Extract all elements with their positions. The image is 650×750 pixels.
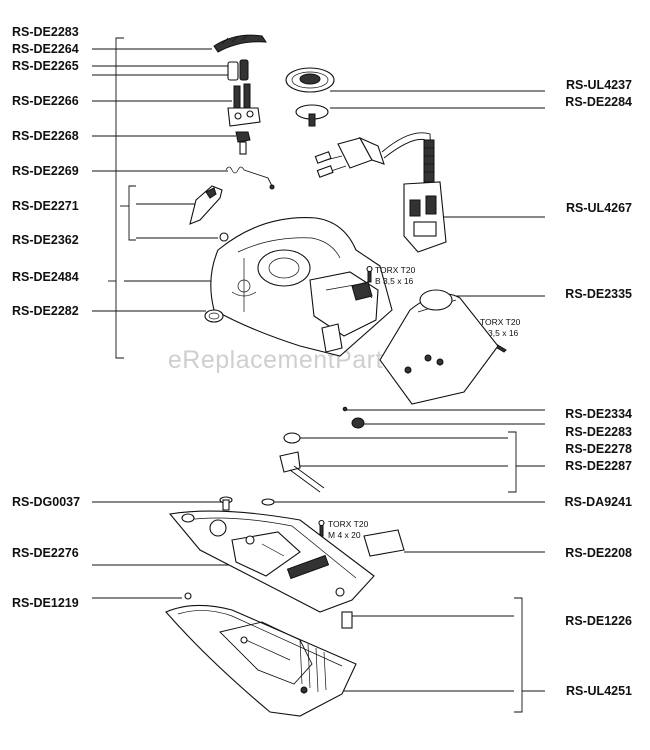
part-rear-cover (379, 289, 499, 405)
part-soleplate-cover (168, 510, 375, 613)
label-rs-de2284[interactable]: RS-DE2284 (565, 95, 632, 109)
part-washer (283, 432, 301, 444)
label-rs-de2268[interactable]: RS-DE2268 (12, 129, 79, 143)
bracket-thermostat (508, 431, 517, 493)
label-rs-ul4251[interactable]: RS-UL4251 (566, 684, 632, 698)
svg-text:TORX T20: TORX T20 (480, 317, 521, 327)
bracket-soleplate (514, 597, 523, 713)
label-rs-de2362[interactable]: RS-DE2362 (12, 233, 79, 247)
label-rs-de2283-bottom[interactable]: RS-DE2283 (565, 425, 632, 439)
left-leader-lines (92, 37, 236, 599)
label-rs-de2266[interactable]: RS-DE2266 (12, 94, 79, 108)
label-rs-de2335[interactable]: RS-DE2335 (565, 287, 632, 301)
part-insulation-plate (363, 529, 405, 557)
svg-text:TORX T20: TORX T20 (375, 265, 416, 275)
label-rs-de2276[interactable]: RS-DE2276 (12, 546, 79, 560)
part-dial-cap (351, 417, 365, 429)
label-rs-de2264[interactable]: RS-DE2264 (12, 42, 79, 56)
bracket-handle (128, 185, 136, 241)
label-rs-dg0037[interactable]: RS-DG0037 (12, 495, 80, 509)
right-label-group: RS-UL4237 RS-DE2284 RS-UL4267 RS-DE2335 … (565, 78, 632, 698)
label-rs-de1219[interactable]: RS-DE1219 (12, 596, 79, 610)
part-small-pin (342, 406, 348, 412)
label-rs-de2265[interactable]: RS-DE2265 (12, 59, 79, 73)
part-power-cord-plug (314, 132, 433, 183)
left-label-group: RS-DE2283 RS-DE2264 RS-DE2265 RS-DE2266 … (12, 25, 80, 610)
label-rs-de2271[interactable]: RS-DE2271 (12, 199, 79, 213)
part-grommet (261, 498, 275, 506)
screw-note-3: TORX T20 M 4 x 20 (318, 519, 369, 540)
part-soleplate (165, 604, 357, 717)
part-terminal-block (403, 181, 447, 253)
part-pump-assembly (227, 83, 261, 127)
screw-note-1: TORX T20 B 3,5 x 16 (366, 265, 416, 286)
svg-text:TORX T20: TORX T20 (328, 519, 369, 529)
svg-text:M 4 x 20: M 4 x 20 (328, 530, 361, 540)
label-rs-de2269[interactable]: RS-DE2269 (12, 164, 79, 178)
label-rs-ul4267[interactable]: RS-UL4267 (566, 201, 632, 215)
part-temperature-dial (285, 67, 335, 93)
part-spray-cap (213, 34, 267, 53)
label-rs-de2283-top[interactable]: RS-DE2283 (12, 25, 79, 39)
part-cord-strain-relief (423, 139, 435, 183)
label-rs-da9241[interactable]: RS-DA9241 (565, 495, 632, 509)
part-handle-housing (210, 217, 393, 357)
part-seal-ring (204, 309, 224, 323)
label-rs-de2278[interactable]: RS-DE2278 (565, 442, 632, 456)
part-spring-rod (225, 166, 275, 190)
label-rs-de2282[interactable]: RS-DE2282 (12, 304, 79, 318)
part-valve (235, 131, 251, 155)
svg-text:B 3,5 x 16: B 3,5 x 16 (375, 276, 414, 286)
part-trigger-lever (189, 185, 229, 242)
label-rs-ul4237[interactable]: RS-UL4237 (566, 78, 632, 92)
right-leader-lines (272, 90, 545, 713)
label-rs-de2334[interactable]: RS-DE2334 (565, 407, 632, 421)
part-screw-de1219 (184, 592, 192, 600)
label-rs-de2484[interactable]: RS-DE2484 (12, 270, 79, 284)
part-pump-buttons (227, 59, 249, 81)
label-rs-de2208[interactable]: RS-DE2208 (565, 546, 632, 560)
label-rs-de1226[interactable]: RS-DE1226 (565, 614, 632, 628)
part-thermostat-rod (279, 451, 325, 493)
label-rs-de2287[interactable]: RS-DE2287 (565, 459, 632, 473)
part-dial-shaft (295, 104, 329, 127)
svg-text:B 3,5 x 16: B 3,5 x 16 (480, 328, 519, 338)
bracket-main (115, 37, 124, 359)
